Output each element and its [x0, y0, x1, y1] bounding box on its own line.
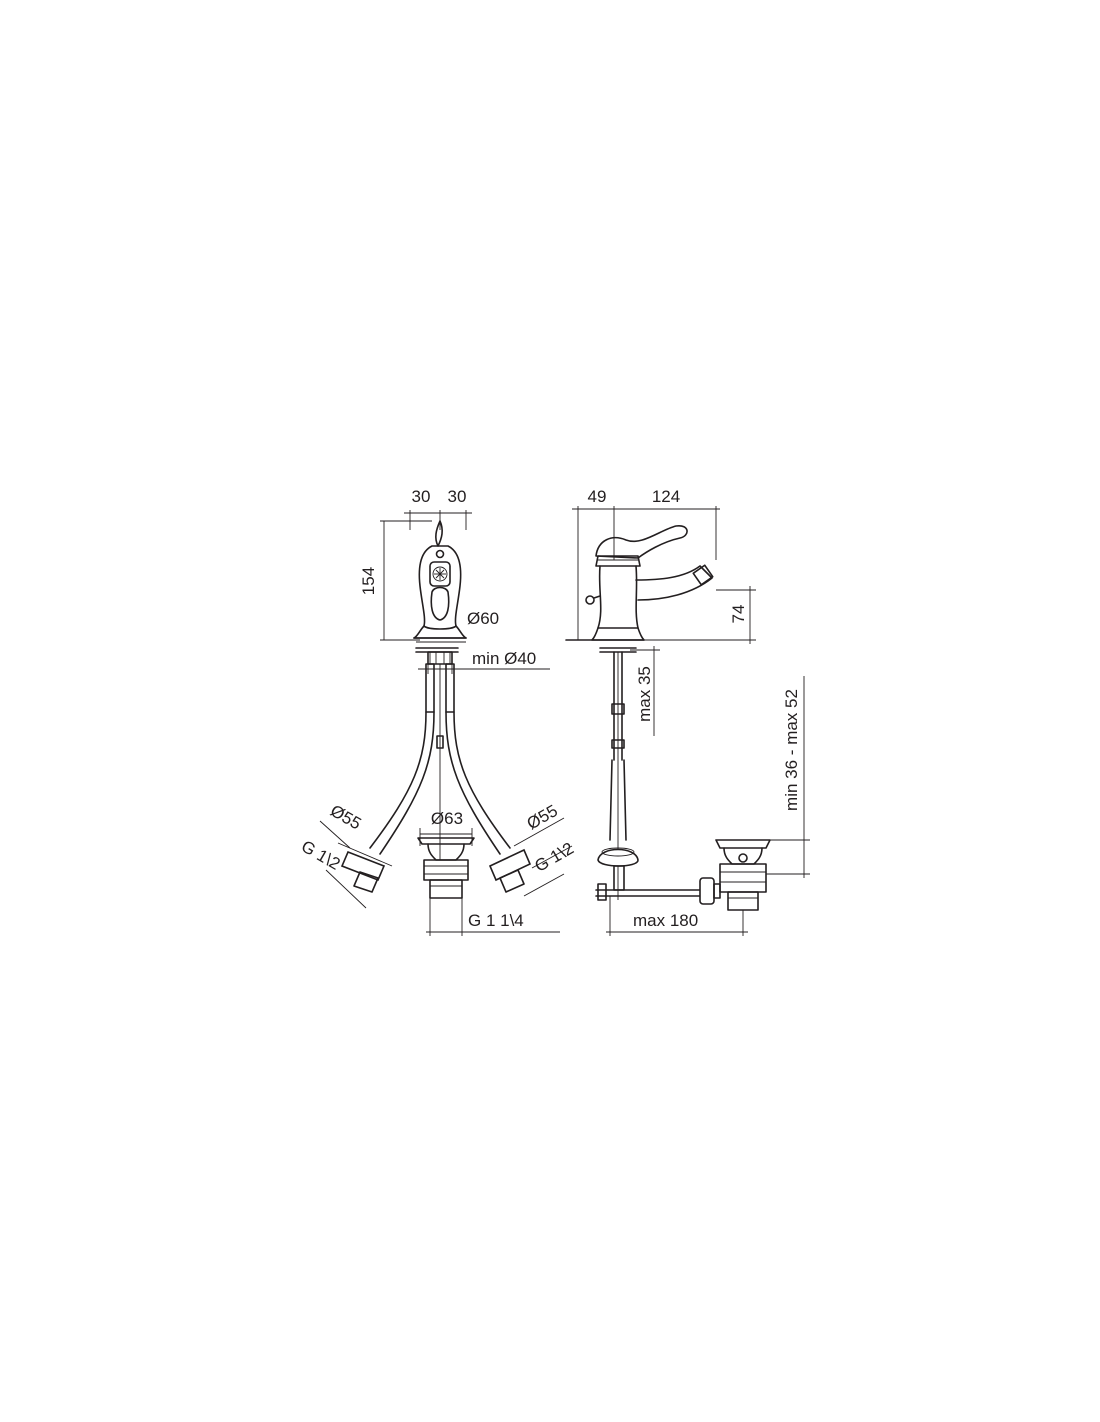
hose-fitting-left [319, 820, 393, 909]
popup-lever-side [595, 847, 721, 905]
hose-right-thread-label: G 1\2 [531, 839, 577, 876]
front-height-label: 154 [359, 567, 378, 595]
side-waste-adjust-label: min 36 - max 52 [782, 689, 801, 811]
mixer-body-front [413, 520, 467, 639]
front-width-left-label: 30 [412, 487, 431, 506]
front-view: 30 30 154 Ø60 min [298, 487, 577, 936]
side-depth-front-label: 124 [652, 487, 680, 506]
side-view: 49 124 74 max 35 [565, 487, 810, 936]
side-deck-thickness-label: max 35 [635, 666, 654, 722]
side-depth-back-label: 49 [588, 487, 607, 506]
side-rod-length-label: max 180 [633, 911, 698, 930]
hose-left-thread-label: G 1\2 [298, 837, 344, 874]
hose-left-diameter-label: Ø55 [327, 801, 364, 834]
waste-thread-label: G 1 1\4 [468, 911, 524, 930]
hose-right-diameter-label: Ø55 [524, 801, 561, 834]
side-spout-height-label: 74 [729, 605, 748, 624]
hoses-front [369, 663, 511, 860]
waste-diameter-label: Ø63 [431, 809, 463, 828]
mixer-body-side [565, 525, 714, 641]
waste-fitting-front [417, 837, 475, 899]
front-hole-diameter-label: min Ø40 [472, 649, 536, 668]
waste-fitting-side [715, 839, 771, 911]
front-width-right-label: 30 [448, 487, 467, 506]
hose-fitting-right [488, 817, 573, 897]
front-base-diameter-label: Ø60 [467, 609, 499, 628]
